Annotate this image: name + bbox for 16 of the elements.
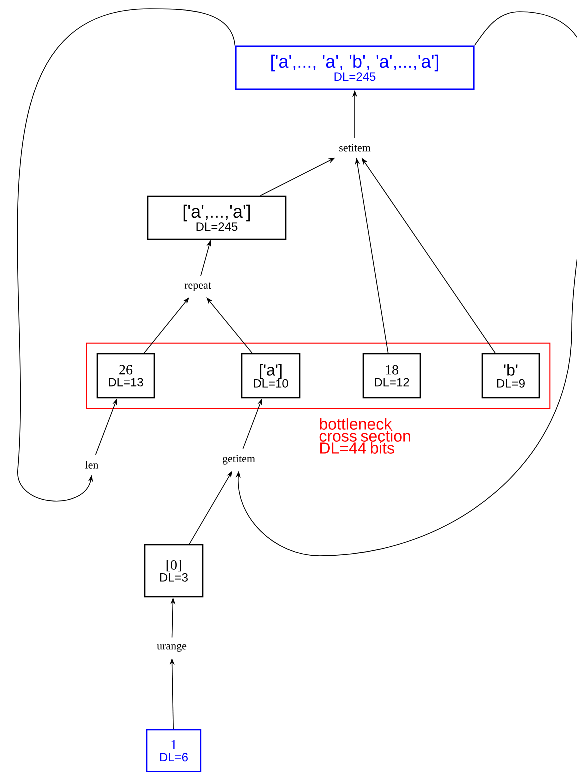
value-box: 18 DL=12: [362, 353, 422, 399]
operation-label: repeat: [184, 282, 212, 292]
operation-label: len: [86, 461, 99, 469]
operation-label: getitem: [222, 455, 256, 465]
value-box: [0] DL=3: [144, 544, 204, 598]
operation-label: urange: [157, 644, 187, 652]
operation-label: setitem: [340, 144, 371, 152]
value-box: ['a',..., 'a', 'b', 'a',...,'a'] DL=245: [235, 46, 475, 90]
value-box: 'b' DL=9: [482, 353, 540, 399]
arrow: [236, 12, 577, 556]
value-box: 26 DL=13: [96, 353, 156, 399]
group-caption: bottleneck cross section DL=44 bits: [320, 418, 410, 454]
arrow: [17, 8, 236, 502]
value-box: ['a'] DL=10: [241, 353, 301, 399]
value-box: ['a',...,'a'] DL=245: [147, 196, 287, 240]
value-box: 1 DL=6: [146, 729, 202, 772]
